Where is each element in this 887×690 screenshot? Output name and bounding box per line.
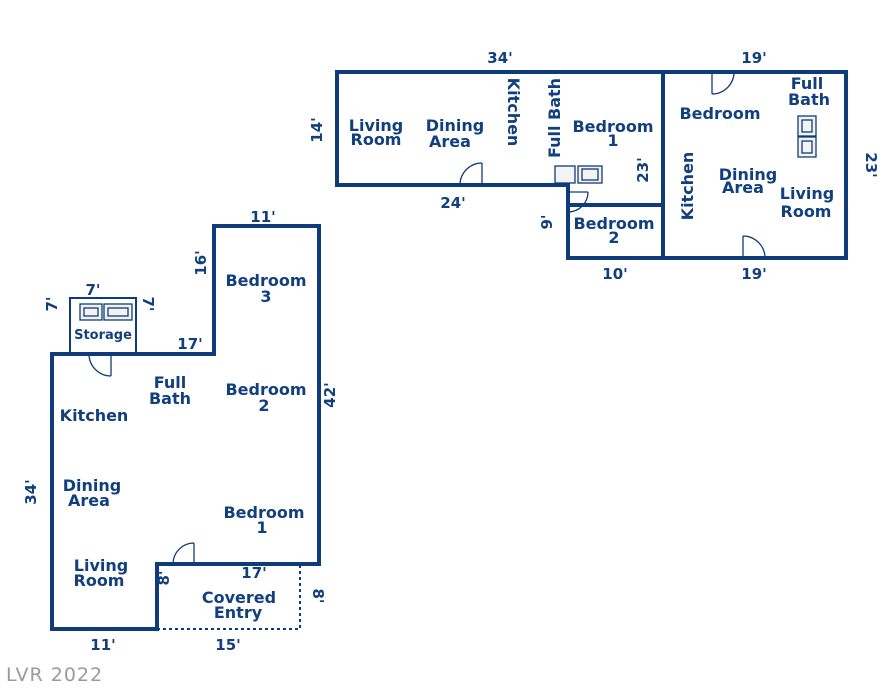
- unit-b: Bedroom Full Bath Kitchen Dining Area Li…: [661, 49, 880, 283]
- unit-c-storage-label: Storage: [74, 328, 132, 343]
- unit-a-sink-basin: [581, 168, 599, 181]
- unit-c-covered-entry-outline: [157, 564, 301, 630]
- unit-c-dim-entry-bottom: 15': [215, 636, 240, 654]
- unit-a-dim-bed2-bottom: 10': [602, 265, 627, 283]
- unit-a-dim-bottom: 24': [440, 194, 465, 212]
- unit-a-bedroom2-label-2: 2: [608, 228, 619, 247]
- unit-b-full-bath-label-2: Bath: [788, 90, 830, 109]
- unit-b-dim-right: 23': [862, 152, 880, 177]
- unit-c-dim-entry-left: 8': [155, 570, 173, 585]
- unit-b-dryer-lid: [801, 140, 813, 154]
- unit-a-bedroom1-label-2: 1: [607, 131, 618, 150]
- unit-a-dim-bed2-left: 9': [538, 214, 556, 229]
- unit-c-full-bath-label-2: Bath: [149, 389, 191, 408]
- unit-a-dim-right: 23': [634, 157, 652, 182]
- unit-b-washer-lid: [801, 119, 813, 133]
- unit-c-storage-fixture-a-inner: [83, 307, 99, 317]
- unit-c-bedroom3-label-1: Bedroom: [225, 271, 306, 290]
- unit-c-bedroom1-label-2: 1: [256, 518, 267, 537]
- unit-c: Storage Kitchen Full Bath Dining Area Li…: [22, 208, 339, 654]
- unit-c-dim-entry-right: 8': [309, 588, 327, 603]
- unit-c-living-room-label-2: Room: [74, 571, 125, 590]
- unit-c-living-room-label-1: Living: [74, 556, 128, 575]
- unit-b-dining-area-label-1: Dining: [719, 165, 777, 184]
- unit-a-dim-top: 34': [487, 49, 512, 67]
- unit-a: Living Room Dining Area Kitchen Full Bat…: [308, 49, 665, 283]
- unit-b-dim-top: 19': [741, 49, 766, 67]
- unit-c-outline: [50, 224, 321, 631]
- watermark: LVR 2022: [6, 664, 104, 686]
- unit-a-living-room-label-2: Room: [351, 130, 402, 149]
- unit-a-bedroom2-door: [567, 191, 589, 213]
- unit-a-dining-area-label-1: Dining: [426, 116, 484, 135]
- unit-a-dining-area-label-2: Area: [429, 132, 471, 151]
- unit-c-dim-bottom-left: 11': [90, 636, 115, 654]
- unit-c-dim-left: 34': [22, 479, 40, 504]
- unit-c-dim-step: 17': [177, 335, 202, 353]
- unit-c-covered-entry-label-1: Covered: [202, 588, 276, 607]
- unit-c-dim-entry-top: 17': [241, 564, 266, 582]
- unit-c-dim-storage-left: 7': [43, 296, 61, 311]
- unit-c-dim-storage-top: 7': [85, 281, 100, 299]
- unit-c-bedroom2-label-2: 2: [258, 396, 269, 415]
- unit-c-bedroom3-label-2: 3: [260, 287, 271, 306]
- unit-c-storage-fixture-b-inner: [107, 307, 129, 317]
- unit-b-dim-bottom: 19': [741, 265, 766, 283]
- unit-a-bedroom1-label-1: Bedroom: [572, 117, 653, 136]
- unit-b-entry-door: [742, 235, 766, 259]
- unit-a-living-room-label-1: Living: [349, 116, 403, 135]
- unit-a-stove: [554, 165, 576, 184]
- unit-b-living-room-label-1: Living: [780, 184, 834, 203]
- unit-b-dining-area-label-2: Area: [722, 178, 764, 197]
- unit-c-dining-area-label-2: Area: [68, 491, 110, 510]
- unit-a-entry-door: [459, 162, 483, 186]
- unit-b-bedroom-label: Bedroom: [679, 104, 760, 123]
- unit-b-kitchen-label: Kitchen: [678, 152, 697, 221]
- unit-c-covered-entry-label-2: Entry: [214, 603, 263, 622]
- unit-a-full-bath-label: Full Bath: [545, 78, 564, 158]
- unit-b-full-bath-label-1: Full: [791, 74, 824, 93]
- unit-c-dim-wing-top: 11': [250, 208, 275, 226]
- unit-c-storage-door: [88, 353, 112, 377]
- unit-a-bedroom2-label-1: Bedroom: [573, 214, 654, 233]
- unit-c-dining-area-label-1: Dining: [63, 476, 121, 495]
- unit-c-entry-door: [172, 542, 195, 565]
- unit-c-dim-storage-right: 7': [139, 296, 157, 311]
- unit-c-dim-right: 42': [321, 382, 339, 407]
- unit-c-kitchen-label: Kitchen: [60, 406, 129, 425]
- unit-c-bedroom1-label-1: Bedroom: [223, 503, 304, 522]
- unit-b-living-room-label-2: Room: [781, 202, 832, 221]
- unit-b-bedroom-door: [711, 71, 735, 95]
- unit-c-bedroom2-label-1: Bedroom: [225, 380, 306, 399]
- unit-a-kitchen-label: Kitchen: [504, 78, 523, 147]
- unit-c-full-bath-label-1: Full: [154, 373, 187, 392]
- unit-c-dim-wing-left: 16': [192, 250, 210, 275]
- unit-a-dim-left: 14': [308, 117, 326, 142]
- unit-b-outline: [661, 70, 848, 260]
